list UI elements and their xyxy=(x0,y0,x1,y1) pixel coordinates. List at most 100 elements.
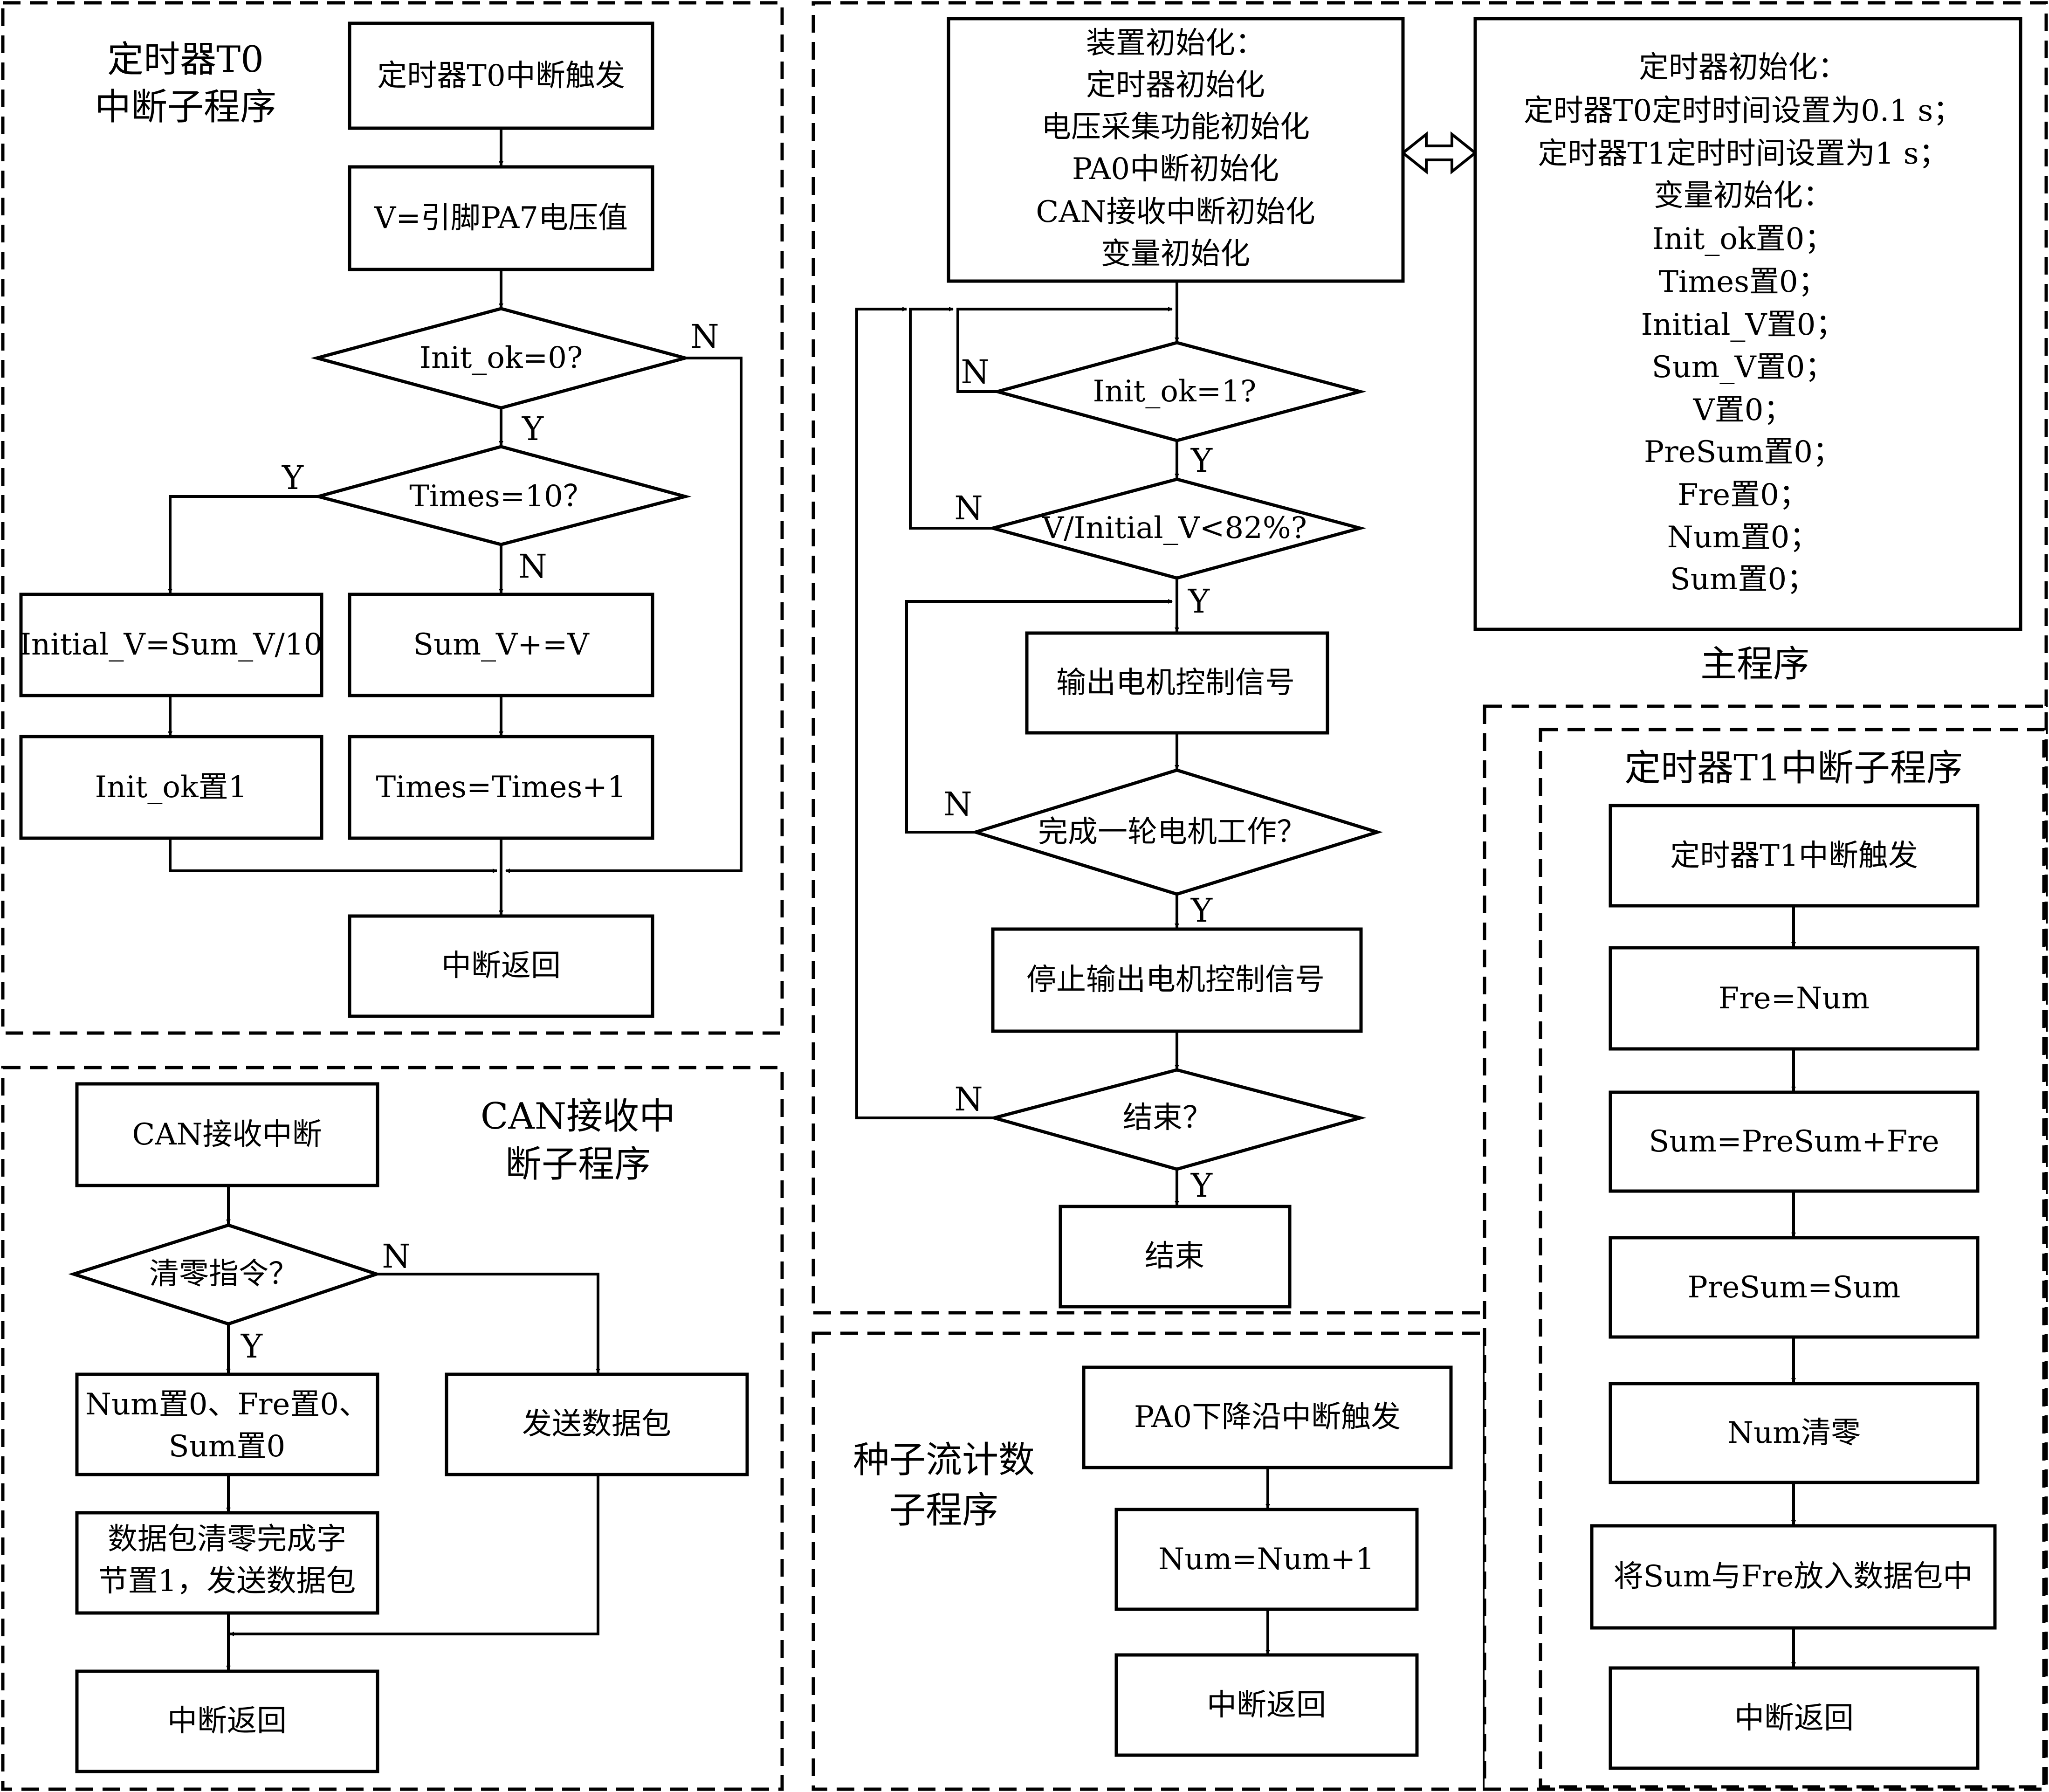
can-clear-done-box xyxy=(75,1511,379,1615)
can-return-box xyxy=(75,1669,379,1773)
t0-init-ok-set-text: Init_ok置1 xyxy=(95,770,248,805)
t0-trigger-text: 定时器T0中断触发 xyxy=(377,59,625,93)
main-init-detail-line10: PreSum置0； xyxy=(1644,435,1843,469)
seed-num-inc-box xyxy=(1114,1508,1419,1611)
t1-presum-box xyxy=(1609,1236,1980,1339)
main-init-line5: CAN接收中断初始化 xyxy=(1036,195,1315,229)
t1-title: 定时器T1中断子程序 xyxy=(1624,747,1963,789)
main-motor-on-box xyxy=(1025,631,1329,735)
can-trigger-box xyxy=(75,1082,379,1187)
main-init-detail-line6: Times置0； xyxy=(1658,265,1828,299)
can-title-line1: CAN接收中 xyxy=(481,1096,675,1137)
main-ratio-yes-label: Y xyxy=(1188,582,1210,620)
main-end-check-diamond xyxy=(988,1068,1367,1171)
t0-times-check-text: Times=10？ xyxy=(409,479,593,514)
main-initok-no-label: N xyxy=(961,353,989,391)
seed-return-box xyxy=(1114,1653,1419,1757)
main-init-detail-line1: 定时器初始化： xyxy=(1639,50,1848,85)
main-line-round-no-loop xyxy=(905,600,1161,834)
t0-times-check-no-label: N xyxy=(518,547,547,586)
can-title-line2: 断子程序 xyxy=(505,1144,651,1185)
t0-init-ok-set-box xyxy=(19,735,323,840)
main-double-arrow xyxy=(1401,131,1478,175)
t0-trigger-box xyxy=(348,21,654,130)
t1-fre-text: Fre=Num xyxy=(1719,981,1870,1016)
t0-init-check-diamond xyxy=(310,307,692,410)
can-return-text: 中断返回 xyxy=(167,1704,287,1738)
main-title: 主程序 xyxy=(1700,643,1809,685)
main-round-check-text: 完成一轮电机工作？ xyxy=(1038,815,1306,849)
seed-title-line2: 子程序 xyxy=(889,1489,998,1531)
main-line-ratio-no-loop xyxy=(909,308,993,530)
t0-initial-v-box xyxy=(19,593,323,697)
t0-line-initcheck-no xyxy=(512,357,743,872)
t1-inner-panel xyxy=(1539,728,2046,1789)
t0-times-inc-text: Times=Times+1 xyxy=(376,770,626,805)
main-end-yes-label: Y xyxy=(1190,1166,1213,1205)
can-clear-check-text: 清零指令？ xyxy=(149,1257,298,1291)
main-motor-on-text: 输出电机控制信号 xyxy=(1056,666,1295,700)
t0-line-initok-merge xyxy=(169,838,489,872)
main-round-yes-label: Y xyxy=(1190,891,1213,930)
t0-read-v-text: V=引脚PA7电压值 xyxy=(374,201,628,235)
t1-num-clear-box xyxy=(1609,1382,1980,1484)
t1-trigger-text: 定时器T1中断触发 xyxy=(1670,839,1918,873)
main-init-detail-line7: Initial_V置0； xyxy=(1641,308,1846,342)
main-init-detail-box xyxy=(1473,17,2022,631)
t0-sum-v-box xyxy=(348,593,654,697)
can-panel xyxy=(1,1066,784,1791)
can-reset-vars-line1: Num置0、Fre置0、 xyxy=(85,1387,369,1422)
main-end-box xyxy=(1059,1205,1292,1309)
main-init-line6: 变量初始化 xyxy=(1101,237,1250,271)
t1-panel xyxy=(1483,704,2048,1791)
main-init-detail-line5: Init_ok置0； xyxy=(1652,222,1835,256)
t0-read-v-box xyxy=(348,165,654,271)
t1-return-box xyxy=(1609,1666,1980,1770)
t1-num-clear-text: Num清零 xyxy=(1727,1416,1861,1450)
main-init-detail-line4: 变量初始化： xyxy=(1654,179,1833,213)
seed-routine: PA0下降沿中断触发 Num=Num+1 中断返回 xyxy=(1082,1365,1453,1757)
main-init-line2: 定时器初始化 xyxy=(1086,68,1265,103)
t0-panel xyxy=(1,1,784,1035)
t0-return-box xyxy=(348,914,654,1018)
main-motor-off-box xyxy=(991,927,1363,1033)
can-line-send-merge xyxy=(238,1475,599,1635)
seed-trigger-box xyxy=(1082,1365,1453,1469)
main-end-no-label: N xyxy=(954,1080,983,1118)
main-end-text: 结束 xyxy=(1145,1239,1204,1274)
main-initok-yes-label: Y xyxy=(1190,441,1213,480)
main-ratio-check-text: V/Initial_V<82%? xyxy=(1042,511,1307,545)
main-init-detail-line12: Num置0； xyxy=(1667,520,1820,555)
t0-return-text: 中断返回 xyxy=(441,949,561,983)
seed-title-line1: 种子流计数 xyxy=(853,1439,1035,1481)
t0-arrow-timescheck-yes xyxy=(168,495,318,593)
can-clear-done-line1: 数据包清零完成字 xyxy=(108,1522,346,1557)
can-clear-check-diamond xyxy=(68,1223,382,1326)
main-init-box xyxy=(947,17,1405,283)
main-init-detail-line3: 定时器T1定时时间设置为1 s； xyxy=(1538,137,1948,171)
can-clear-done-line2: 节置1，发送数据包 xyxy=(98,1564,356,1599)
can-routine: CAN接收中断 清零指令？ Num置0、Fre置0、 Sum置0 发送数据包 数… xyxy=(68,1082,749,1773)
t0-initial-v-text: Initial_V=Sum_V/10 xyxy=(20,627,323,662)
t0-times-check-diamond xyxy=(312,445,692,546)
main-init-detail-line2: 定时器T0定时时间设置为0.1 s； xyxy=(1524,94,1963,128)
main-init-line4: PA0中断初始化 xyxy=(1072,152,1279,186)
main-init-detail-line13: Sum置0； xyxy=(1670,562,1816,597)
t0-init-check-no-label: N xyxy=(690,317,719,356)
can-check-no-label: N xyxy=(382,1237,410,1275)
t0-sum-v-text: Sum_V+=V xyxy=(413,627,590,662)
can-check-yes-label: Y xyxy=(241,1327,263,1365)
t0-times-inc-box xyxy=(348,735,654,840)
t1-sum-box xyxy=(1609,1090,1980,1193)
t1-return-text: 中断返回 xyxy=(1734,1701,1854,1736)
t1-pack-text: 将Sum与Fre放入数据包中 xyxy=(1614,1559,1973,1594)
main-line-end-no-loop xyxy=(855,308,994,1119)
t1-sum-text: Sum=PreSum+Fre xyxy=(1649,1124,1939,1159)
can-arrow-check-no xyxy=(377,1273,600,1373)
main-motor-off-text: 停止输出电机控制信号 xyxy=(1026,963,1325,997)
main-end-check-text: 结束？ xyxy=(1123,1101,1212,1135)
seed-return-text: 中断返回 xyxy=(1207,1688,1326,1723)
main-round-check-diamond xyxy=(970,768,1383,896)
t0-title-line2: 中断子程序 xyxy=(95,86,276,128)
can-send-packet-box xyxy=(445,1372,749,1476)
